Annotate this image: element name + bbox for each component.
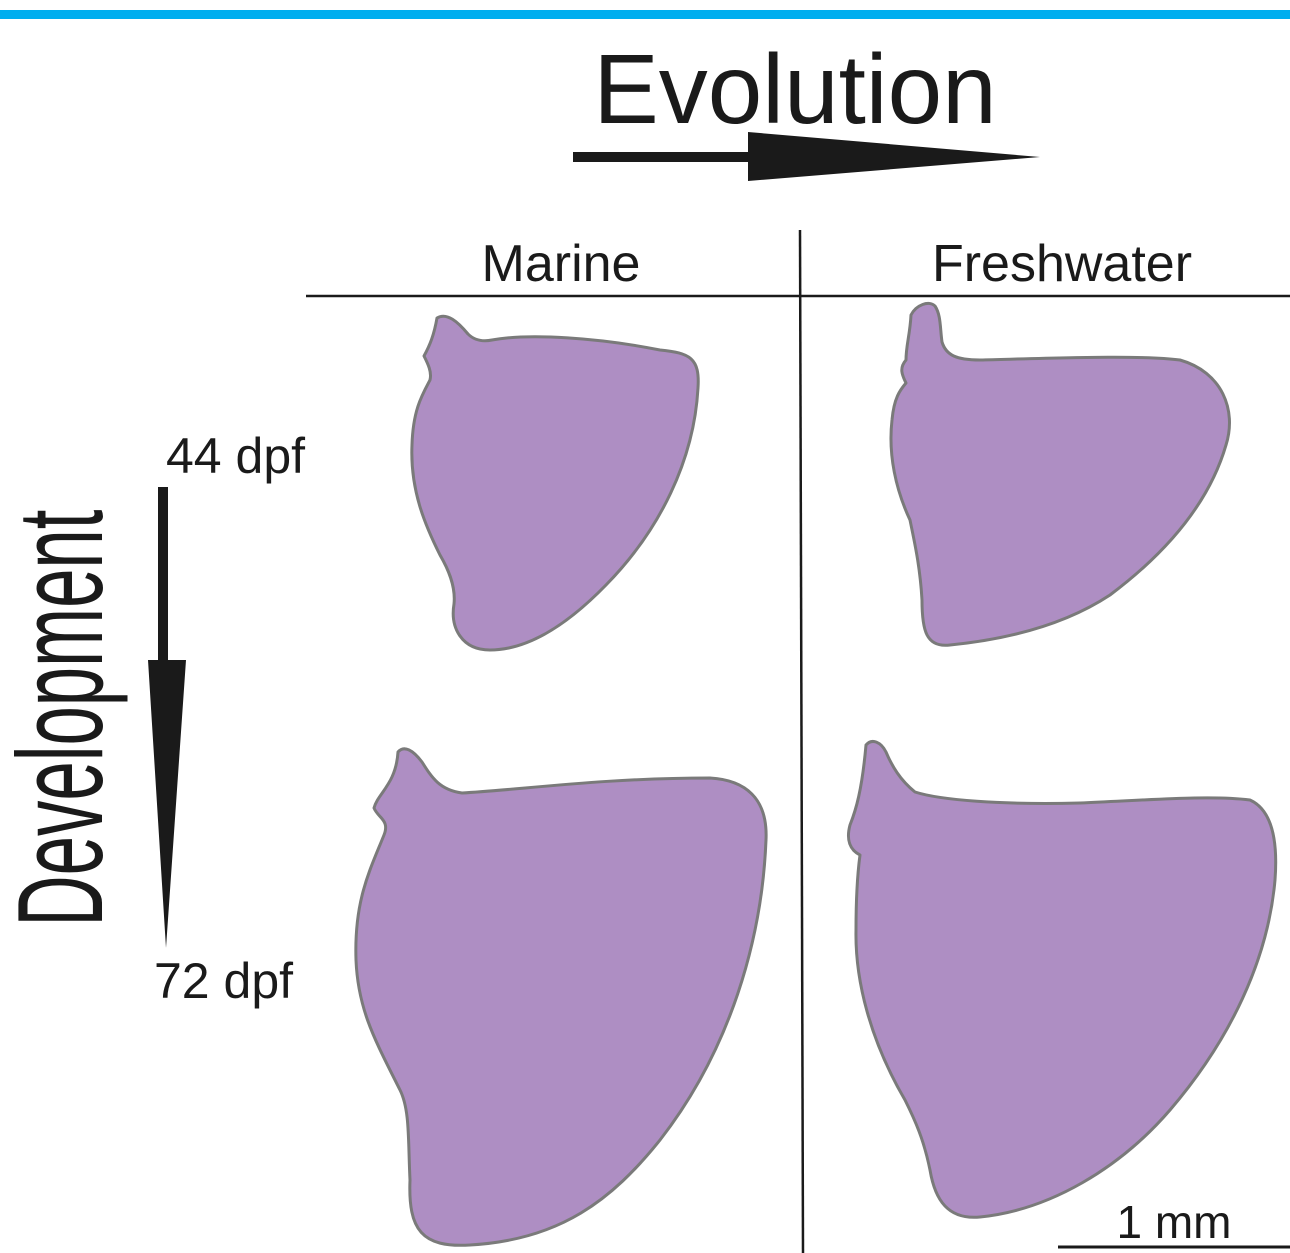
top-rule: [0, 10, 1290, 19]
evolution-label: Evolution: [593, 34, 996, 144]
scale-bar-label: 1 mm: [1117, 1196, 1232, 1248]
marine-72dpf-shape: [356, 749, 766, 1246]
column-header-freshwater: Freshwater: [932, 235, 1192, 293]
row-label-72-dpf: 72 dpf: [154, 953, 293, 1009]
freshwater-44dpf-shape: [891, 303, 1230, 645]
row-label-44-dpf: 44 dpf: [166, 428, 305, 484]
freshwater-72dpf-shape: [848, 741, 1275, 1217]
column-divider-line: [800, 230, 803, 1253]
column-header-marine: Marine: [482, 235, 641, 293]
marine-44dpf-shape: [412, 316, 698, 650]
development-label: Development: [0, 510, 129, 927]
development-arrow: [148, 487, 186, 948]
